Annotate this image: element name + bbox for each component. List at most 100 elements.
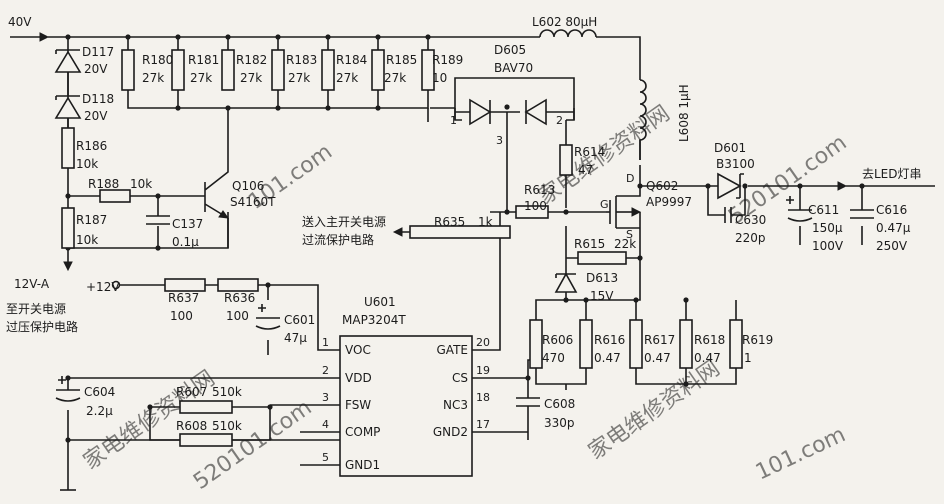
resistor-r185-name: R185 — [386, 53, 417, 67]
c611-name: C611 — [808, 203, 839, 217]
resistor-r186-value: 10k — [76, 157, 98, 171]
ic-left-pin-number: 4 — [322, 418, 329, 431]
resistor-r182-body — [221, 49, 235, 91]
resistor-r613-body — [515, 205, 549, 219]
net-12v-label: +12V — [86, 280, 120, 294]
q602-pin-g: G — [600, 198, 609, 211]
resistor-r614-name: R614 — [574, 145, 605, 159]
resistor-r180-value: 27k — [142, 71, 164, 85]
ic-left-pin-name: VDD — [345, 371, 372, 385]
inductor-l602 — [539, 29, 597, 38]
ic-right-pin-number: 20 — [476, 336, 490, 349]
ic-left-pin-number: 2 — [322, 364, 329, 377]
ic-left-pin-number: 3 — [322, 391, 329, 404]
ic-left-pin-name: FSW — [345, 398, 371, 412]
capacitor-c137 — [146, 215, 170, 225]
capacitor-c616 — [850, 209, 874, 219]
d605-pin-3: 3 — [496, 134, 503, 147]
c604-name: C604 — [84, 385, 115, 399]
zener-d117 — [54, 49, 82, 73]
resistor-r616-name: R616 — [594, 333, 625, 347]
d118-name: D118 — [82, 92, 114, 106]
resistor-r185-value: 27k — [384, 71, 406, 85]
q602-value: AP9997 — [646, 195, 692, 209]
resistor-layer: R18027kR18127kR18227kR18327kR18427kR1852… — [61, 49, 773, 447]
d117-value: 20V — [84, 62, 108, 76]
resistor-r180-name: R180 — [142, 53, 173, 67]
c616-value: 0.47μ — [876, 221, 911, 235]
resistor-r608-name: R608 — [176, 419, 207, 433]
q106-value: S4160T — [230, 195, 276, 209]
capacitor-c630 — [712, 207, 738, 223]
c137-value: 0.1μ — [172, 235, 199, 249]
capacitor-c608 — [516, 397, 540, 420]
q602-pin-d: D — [626, 172, 634, 185]
l608-label: L608 1μH — [677, 84, 691, 142]
resistor-r188-name: R188 — [88, 177, 119, 191]
c608-name: C608 — [544, 397, 575, 411]
c611-value: 150μ — [812, 221, 843, 235]
resistor-r184-body — [321, 49, 335, 91]
d605-value: BAV70 — [494, 61, 533, 75]
ic-right-pin-number: 19 — [476, 364, 490, 377]
ic-left-pin-name: GND1 — [345, 458, 380, 472]
ocp-note-line2: 过流保护电路 — [302, 232, 374, 247]
resistor-r636-value: 100 — [226, 309, 249, 323]
resistor-r607-body — [179, 400, 233, 414]
resistor-r635-value: 1k — [478, 215, 493, 229]
d118-value: 20V — [84, 109, 108, 123]
q602-name: Q602 — [646, 179, 678, 193]
d605-pin-1: 1 — [450, 114, 457, 127]
resistor-r181-name: R181 — [188, 53, 219, 67]
resistor-r182-name: R182 — [236, 53, 267, 67]
resistor-r184-value: 27k — [336, 71, 358, 85]
ic-right-pin-name: CS — [452, 371, 468, 385]
c137-name: C137 — [172, 217, 203, 231]
resistor-r183-body — [271, 49, 285, 91]
ic-right-pin-name: GATE — [437, 343, 469, 357]
resistor-r614-value: 47 — [578, 163, 593, 177]
resistor-r637-value: 100 — [170, 309, 193, 323]
ic-left-pin-number: 1 — [322, 336, 329, 349]
resistor-r607-value: 510k — [212, 385, 242, 399]
resistor-r635-body — [409, 225, 511, 239]
resistor-r183-name: R183 — [286, 53, 317, 67]
resistor-r613-name: R613 — [524, 183, 555, 197]
resistor-r606-value: 470 — [542, 351, 565, 365]
resistor-r615-value: 22k — [614, 237, 636, 251]
d613-value: 15V — [590, 289, 614, 303]
resistor-r187-body — [61, 207, 75, 249]
ic-name: U601 — [364, 295, 396, 309]
resistor-r619-name: R619 — [742, 333, 773, 347]
diode-d601 — [700, 172, 744, 200]
resistor-r615-body — [577, 251, 627, 265]
ovp-note-line1: 至开关电源 — [6, 302, 66, 316]
capacitor-c611 — [786, 196, 813, 222]
c611-voltage: 100V — [812, 239, 844, 253]
capacitor-c601 — [255, 304, 281, 330]
resistor-r183-value: 27k — [288, 71, 310, 85]
d601-value: B3100 — [716, 157, 755, 171]
watermark-text: 家电维修资料网 — [584, 356, 725, 465]
q106-name: Q106 — [232, 179, 264, 193]
resistor-r188-body — [99, 189, 131, 203]
resistor-r617-value: 0.47 — [644, 351, 671, 365]
resistor-r616-body — [579, 319, 593, 369]
resistor-r618-name: R618 — [694, 333, 725, 347]
c608-value: 330p — [544, 416, 575, 430]
c616-voltage: 250V — [876, 239, 908, 253]
c616-name: C616 — [876, 203, 907, 217]
resistor-r189-value: 10 — [432, 71, 447, 85]
ic-right-pin-number: 17 — [476, 418, 490, 431]
output-led-label: 去LED灯串 — [862, 167, 922, 181]
d613-name: D613 — [586, 271, 618, 285]
d601-name: D601 — [714, 141, 746, 155]
resistor-r637-body — [164, 278, 206, 292]
ic-left-pin-name: VOC — [345, 343, 371, 357]
zener-d118 — [54, 95, 82, 119]
resistor-r189-body — [421, 49, 435, 91]
resistor-r636-name: R636 — [224, 291, 255, 305]
resistor-r608-value: 510k — [212, 419, 242, 433]
c604-value: 2.2μ — [86, 404, 113, 418]
resistor-r615-name: R615 — [574, 237, 605, 251]
